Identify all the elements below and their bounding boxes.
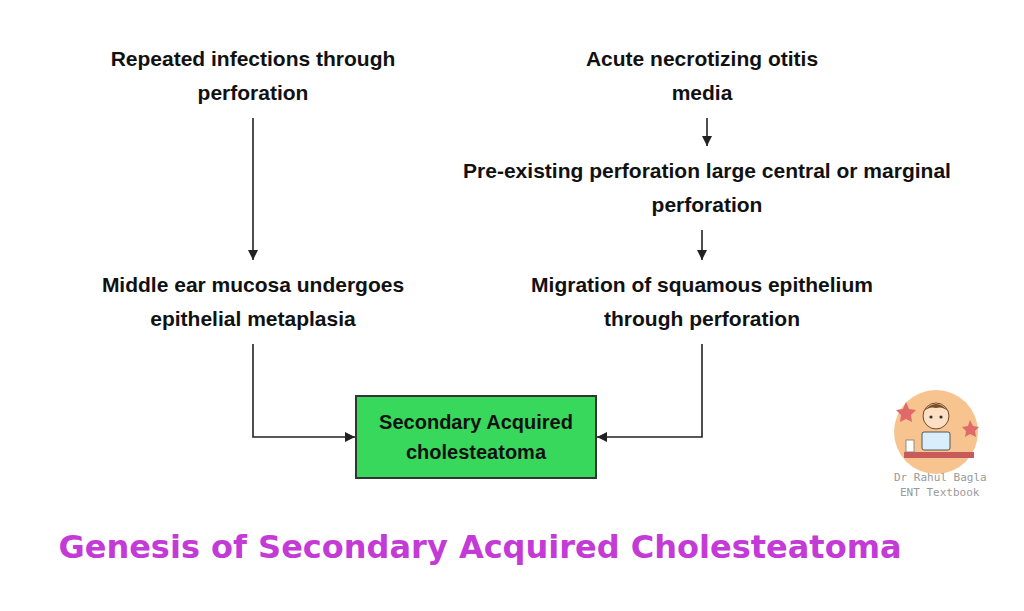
- step-text: Repeated infections through perforation: [103, 42, 403, 110]
- watermark: ENT Textbook: [900, 486, 979, 499]
- step-text: Migration of squamous epithelium through…: [517, 268, 887, 336]
- flow-arrow: [253, 344, 355, 437]
- process-step: Acute necrotizing otitis media: [577, 42, 827, 110]
- flow-arrow: [706, 118, 708, 146]
- figure-caption: Genesis of Secondary Acquired Cholesteat…: [0, 528, 960, 566]
- result-box: Secondary Acquired cholesteatoma: [355, 395, 597, 479]
- watermark: Dr Rahul Bagla: [894, 471, 987, 484]
- avatar-illustration: [894, 390, 979, 474]
- step-text: Acute necrotizing otitis media: [577, 42, 827, 110]
- process-step: Middle ear mucosa undergoes epithelial m…: [63, 268, 443, 336]
- flow-arrow: [701, 230, 703, 260]
- step-text: Pre-existing perforation large central o…: [437, 154, 977, 222]
- process-step: Migration of squamous epithelium through…: [517, 268, 887, 336]
- step-text: Middle ear mucosa undergoes epithelial m…: [63, 268, 443, 336]
- process-step: Repeated infections through perforation: [103, 42, 403, 110]
- process-step: Pre-existing perforation large central o…: [437, 154, 977, 222]
- flow-arrow: [252, 118, 254, 260]
- flow-arrow: [597, 344, 702, 437]
- step-text: Secondary Acquired cholesteatoma: [361, 407, 591, 467]
